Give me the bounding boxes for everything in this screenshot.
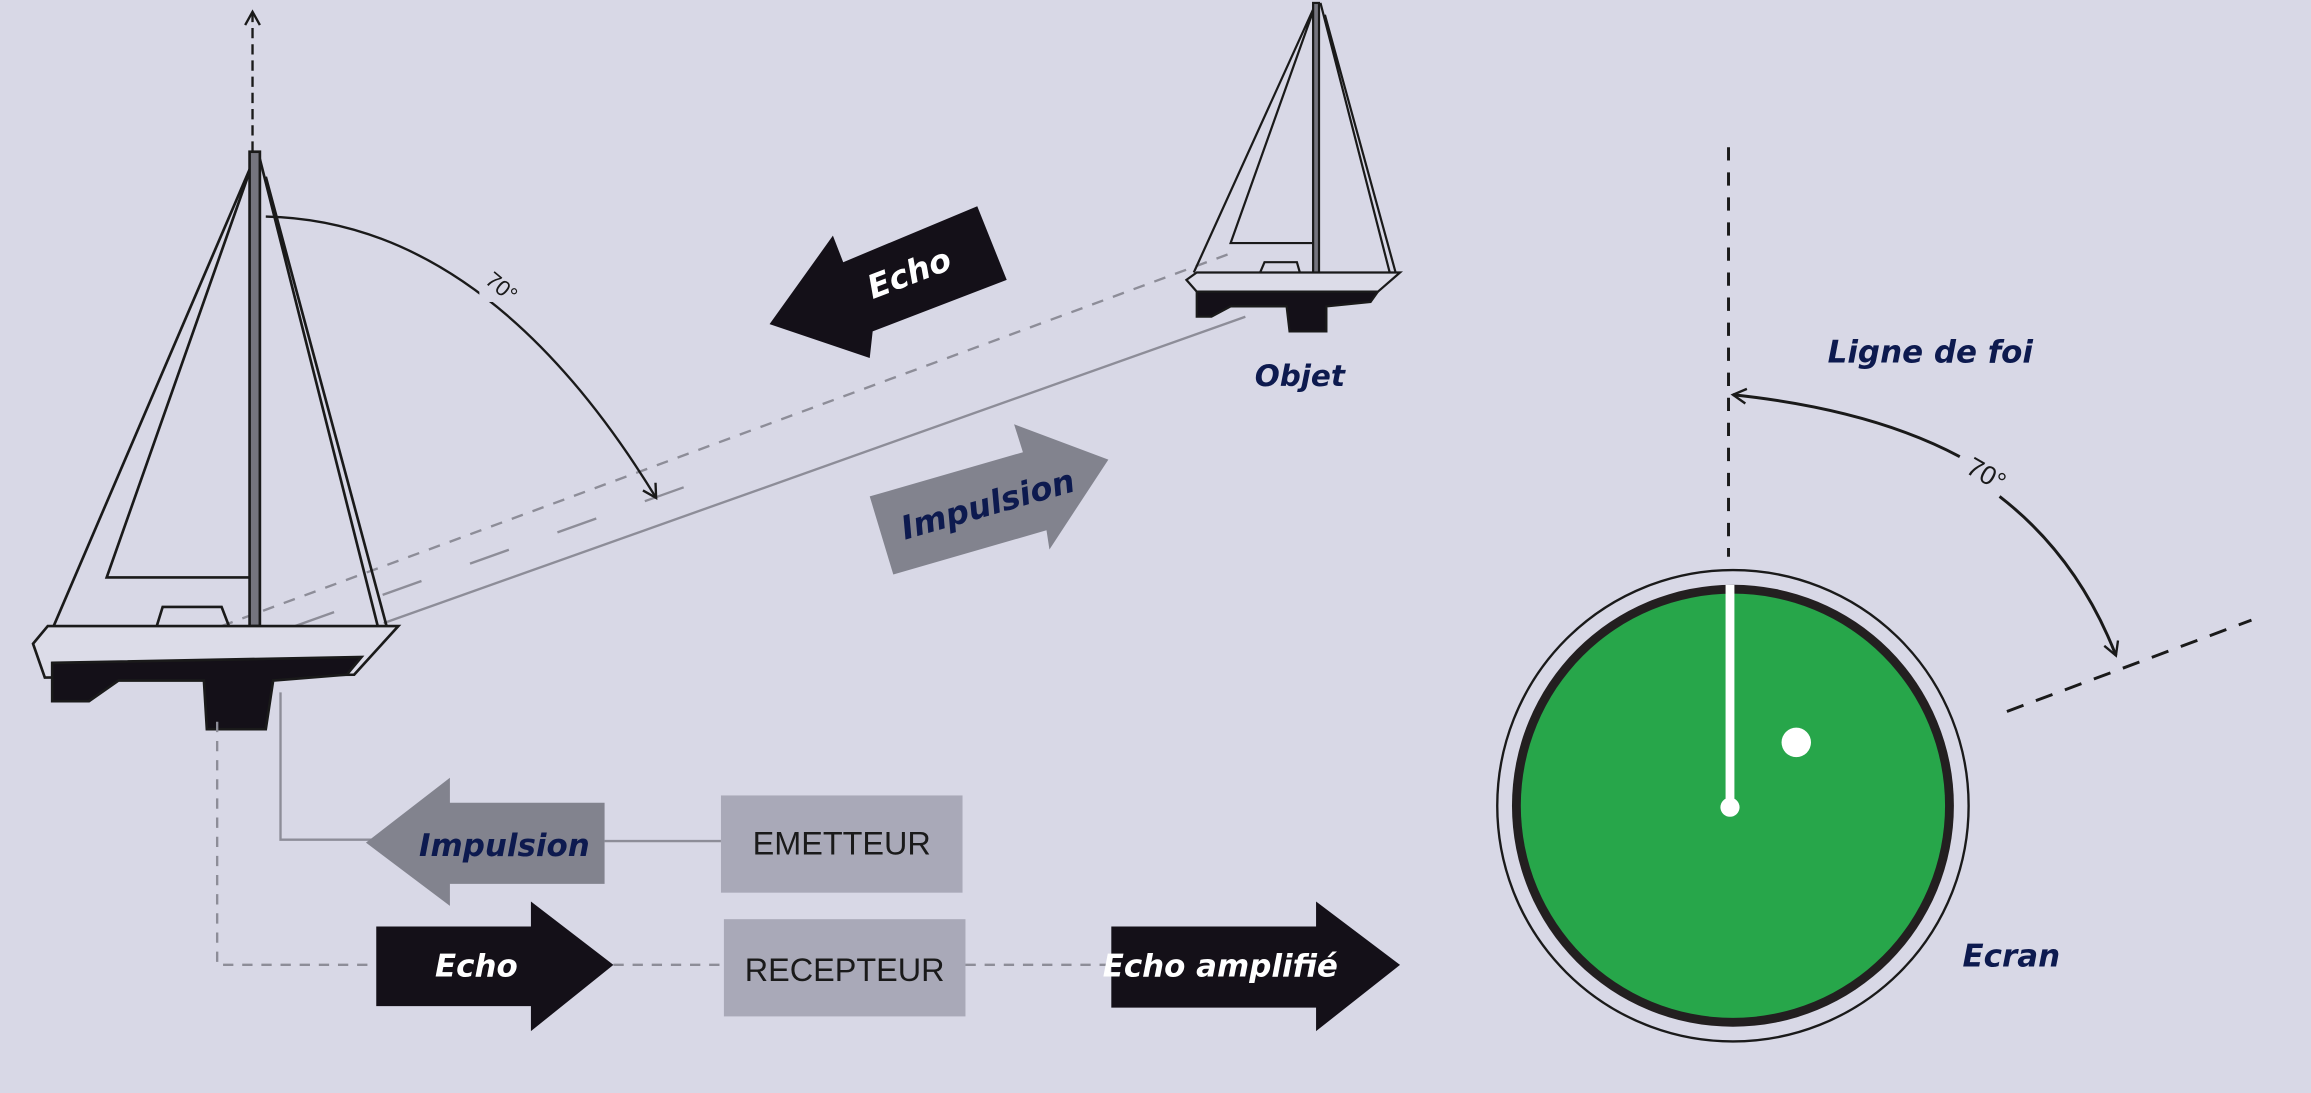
heading-marker bbox=[1725, 584, 1735, 808]
impulsion-arrow-lower: Impulsion bbox=[365, 777, 605, 906]
ecran-label: Ecran bbox=[1963, 938, 2061, 974]
angle-label-screen: 70° bbox=[1962, 451, 2012, 497]
own-boat-illustration bbox=[31, 150, 402, 731]
echo-amplifie-arrow: Echo amplifié bbox=[1103, 901, 1401, 1032]
svg-text:EMETTEUR: EMETTEUR bbox=[753, 825, 931, 861]
echo-arrow-lower: Echo bbox=[376, 901, 614, 1032]
screen-center-dot bbox=[1720, 797, 1740, 817]
angle-arc-boat bbox=[265, 215, 658, 500]
impulsion-arrow-upper: Impulsion bbox=[869, 424, 1109, 575]
svg-text:Echo amplifié: Echo amplifié bbox=[1103, 949, 1338, 985]
emetteur-box: EMETTEUR bbox=[720, 795, 963, 893]
radar-screen bbox=[1496, 568, 1970, 1043]
angle-arc-screen bbox=[1730, 387, 1961, 458]
transmit-line bbox=[279, 692, 377, 841]
echo-arrow-upper: Echo bbox=[769, 206, 1007, 358]
objet-label: Objet bbox=[1255, 359, 1346, 393]
svg-text:RECEPTEUR: RECEPTEUR bbox=[745, 952, 945, 988]
ligne-de-foi-label: Ligne de foi bbox=[1828, 334, 2034, 370]
receive-line bbox=[215, 721, 377, 967]
svg-text:Echo: Echo bbox=[435, 949, 518, 985]
target-boat-illustration bbox=[1184, 1, 1403, 333]
recepteur-box: RECEPTEUR bbox=[723, 919, 966, 1017]
svg-text:Impulsion: Impulsion bbox=[419, 828, 590, 864]
bearing-line-screen bbox=[2006, 618, 2252, 713]
beam-lines bbox=[221, 252, 1246, 628]
target-echo-dot bbox=[1781, 727, 1812, 758]
